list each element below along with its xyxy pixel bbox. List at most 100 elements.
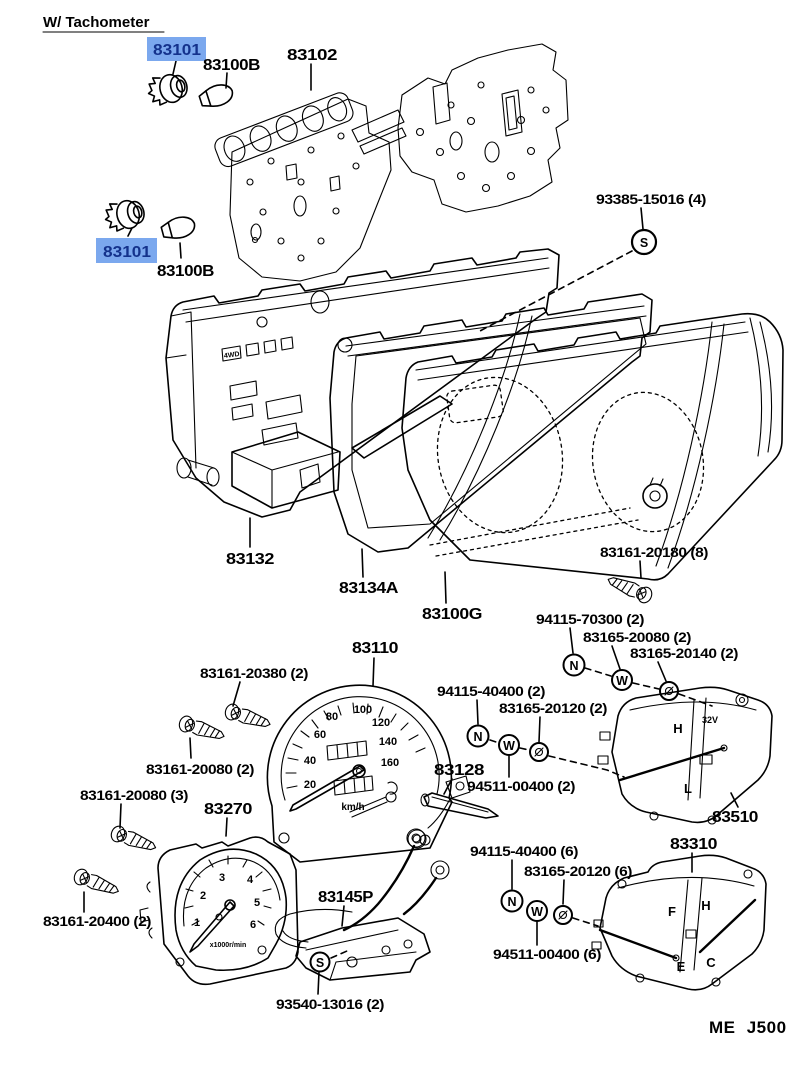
svg-text:W: W xyxy=(531,905,543,919)
part-label-83101-top[interactable]: 83101 xyxy=(153,42,201,59)
circuit-plate-art xyxy=(214,43,569,282)
part-label-83110[interactable]: 83110 xyxy=(352,640,399,657)
leader-83134a xyxy=(361,548,364,578)
leader-83510 xyxy=(730,792,739,808)
rear-case-art xyxy=(165,248,560,518)
part-label-83134a[interactable]: 83134A xyxy=(339,580,399,597)
gauge-83510-high-label: H xyxy=(673,721,682,736)
part-label-83145p[interactable]: 83145P xyxy=(318,889,374,906)
speedo-tick-60: 60 xyxy=(314,729,326,741)
part-label-83101-left[interactable]: 83101 xyxy=(103,244,151,261)
tach-tick-6: 6 xyxy=(250,919,256,931)
part-label-94115-40400-2[interactable]: 94115-40400 (2) xyxy=(437,683,545,699)
screw-83161-20380-art xyxy=(222,701,274,733)
gauge-83510-low-label: L xyxy=(684,781,692,796)
speedo-tick-160: 160 xyxy=(381,757,399,769)
part-label-83128[interactable]: 83128 xyxy=(434,762,485,779)
speedo-tick-20: 20 xyxy=(304,779,316,791)
temp-high-label: H xyxy=(701,898,710,913)
part-label-94115-40400-6[interactable]: 94115-40400 (6) xyxy=(470,843,578,859)
part-label-83100b-left[interactable]: 83100B xyxy=(157,263,214,280)
leader-83145p xyxy=(341,905,345,927)
leader-94115-40400-2 xyxy=(476,699,479,725)
temp-low-label: C xyxy=(706,955,716,970)
svg-text:S: S xyxy=(640,236,648,250)
speedo-tick-120: 120 xyxy=(372,717,390,729)
part-label-94511-00400-2[interactable]: 94511-00400 (2) xyxy=(467,778,575,794)
screw-83161-20080-2-art xyxy=(176,713,228,745)
svg-text:N: N xyxy=(507,895,516,909)
leader-83161-20080-2 xyxy=(189,737,192,759)
washer-symbol-2: W xyxy=(498,734,520,756)
screw-symbol-93385: S xyxy=(630,228,658,256)
highlight-box-83101-top xyxy=(147,37,206,61)
leader-83128 xyxy=(443,778,453,795)
leader-83161-20080-3 xyxy=(119,803,122,829)
tach-tick-1: 1 xyxy=(194,917,200,929)
part-label-83161-20080-2[interactable]: 83161-20080 (2) xyxy=(146,761,254,777)
part-label-94511-00400-6[interactable]: 94511-00400 (6) xyxy=(493,946,601,962)
svg-text:N: N xyxy=(569,659,578,673)
part-label-94115-70300[interactable]: 94115-70300 (2) xyxy=(536,611,644,627)
part-label-83161-20380[interactable]: 83161-20380 (2) xyxy=(200,665,308,681)
leader-83161-20180 xyxy=(639,560,642,579)
part-label-83310[interactable]: 83310 xyxy=(670,836,718,853)
part-label-93540[interactable]: 93540-13016 (2) xyxy=(276,996,384,1012)
speedo-tick-100: 100 xyxy=(354,704,372,716)
tachometer-art xyxy=(139,836,299,986)
nut-symbol-1: N xyxy=(562,653,586,677)
leader-83270 xyxy=(225,817,228,837)
washer-symbol-1: W xyxy=(611,669,633,691)
part-label-83100g[interactable]: 83100G xyxy=(422,606,482,623)
leader-83165-20120-2 xyxy=(538,716,541,743)
part-label-83165-20120-6[interactable]: 83165-20120 (6) xyxy=(524,863,632,879)
part-label-83102[interactable]: 83102 xyxy=(287,47,338,64)
speedo-tick-140: 140 xyxy=(379,736,397,748)
tach-tick-4: 4 xyxy=(247,874,254,886)
screw-83161-20400-art xyxy=(71,866,122,900)
tach-unit: x1000r/min xyxy=(210,942,247,949)
bulb-top-art xyxy=(198,72,234,107)
leader-83165-20080 xyxy=(611,645,621,670)
bulb-socket-top-art xyxy=(147,60,188,106)
gauge-83510-art xyxy=(597,686,773,825)
leader-93540 xyxy=(317,971,320,995)
part-label-93385[interactable]: 93385-15016 (4) xyxy=(596,191,706,207)
leader-83165-20140 xyxy=(657,661,667,682)
leader-83110 xyxy=(372,657,375,687)
part-label-83161-20080-3[interactable]: 83161-20080 (3) xyxy=(80,787,188,803)
leader-93385 xyxy=(640,207,644,230)
sensor-83145p-art xyxy=(274,828,450,981)
dashed-line-93540 xyxy=(330,950,348,959)
bulb-left-art xyxy=(160,216,196,259)
part-label-83161-20400[interactable]: 83161-20400 (2) xyxy=(43,913,151,929)
part-label-83165-20120-2[interactable]: 83165-20120 (2) xyxy=(499,700,607,716)
part-label-83100b-top[interactable]: 83100B xyxy=(203,57,260,74)
part-label-83161-20180[interactable]: 83161-20180 (8) xyxy=(600,544,708,560)
svg-text:S: S xyxy=(316,956,324,970)
part-label-83270[interactable]: 83270 xyxy=(204,801,253,818)
screw-symbol-93540: S xyxy=(309,951,331,973)
dashed-line-mid-hardware xyxy=(489,739,625,778)
tach-tick-5: 5 xyxy=(254,897,260,909)
part-label-83510[interactable]: 83510 xyxy=(712,809,759,826)
fuel-empty-label: E xyxy=(677,959,686,974)
middle-case-art xyxy=(329,293,653,553)
nut-symbol-3: N xyxy=(500,889,524,913)
washer-symbol-3: W xyxy=(526,900,548,922)
fuel-full-label: F xyxy=(668,904,676,919)
part-label-83132[interactable]: 83132 xyxy=(226,551,275,568)
speedo-unit: km/h xyxy=(341,802,364,813)
screw-83161-20080-3-art xyxy=(108,823,159,856)
svg-text:W: W xyxy=(503,739,515,753)
part-label-83165-20080-2[interactable]: 83165-20080 (2) xyxy=(583,629,691,645)
spring-washer-symbol-3 xyxy=(553,905,573,925)
gauge-83510-face-text: 32V xyxy=(702,715,718,725)
part-label-83165-20140[interactable]: 83165-20140 (2) xyxy=(630,645,738,661)
diagram-code: ME J500 xyxy=(709,1018,787,1037)
leader-83161-20380 xyxy=(232,681,241,707)
leader-94115-70300 xyxy=(569,627,574,654)
spring-washer-symbol-1 xyxy=(659,681,679,701)
